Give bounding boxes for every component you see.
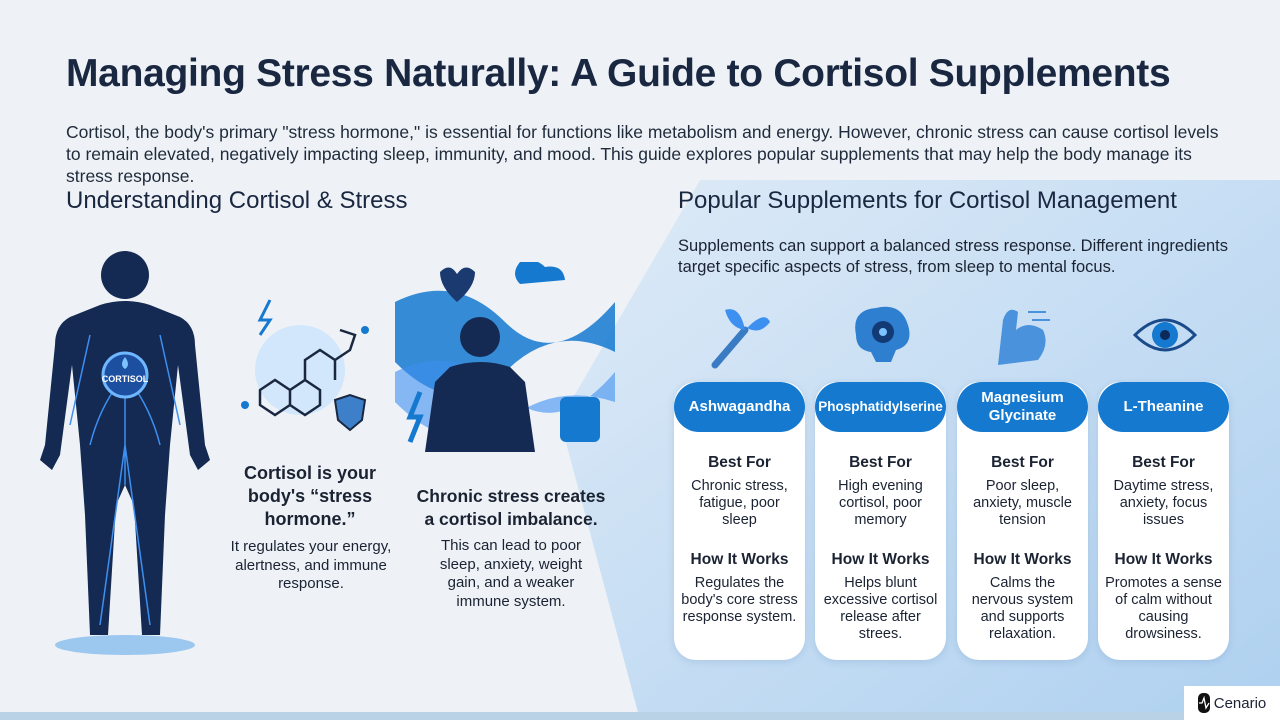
best-for-text: Daytime stress, anxiety, focus issues [1113,478,1214,528]
supplement-card-ashwagandha: Ashwagandha Best For Chronic stress, fat… [674,382,805,660]
scale-icon [560,397,600,442]
brand-logo: Cenario [1184,686,1280,720]
how-text: Calms the nervous system and supports re… [971,575,1074,642]
block1-body: It regulates your energy, alertness, and… [230,538,392,592]
supplement-card-l-theanine: L-Theanine Best For Daytime stress, anxi… [1098,382,1229,660]
card-title: Magnesium Glycinate [957,382,1088,432]
flexed-arm-icon [998,309,1050,365]
waveform-icon [1197,693,1210,713]
how-label: How It Works [831,551,930,568]
how-label: How It Works [1114,551,1213,568]
best-for-text: High evening cortisol, poor memory [838,478,923,528]
card-title: Phosphatidylserine [815,382,946,432]
broken-heart-icon [440,267,475,302]
how-text: Regulates the body's core stress respons… [681,575,798,625]
right-intro: Supplements can support a balanced stres… [678,237,1229,276]
intro-text: Cortisol, the body's primary "stress hor… [66,122,1219,186]
block2-title: Chronic stress creates a cortisol imbala… [416,486,606,529]
supplement-card-phosphatidylserine: Phosphatidylserine Best For High evening… [815,382,946,660]
right-heading: Popular Supplements for Cortisol Managem… [678,187,1177,214]
best-for-label: Best For [708,454,771,471]
how-text: Helps blunt excessive cortisol release a… [823,575,938,642]
brand-name: Cenario [1213,694,1267,712]
supplement-card-magnesium: Magnesium Glycinate Best For Poor sleep,… [957,382,1088,660]
best-for-label: Best For [849,454,912,471]
how-text: Promotes a sense of calm without causing… [1105,575,1222,642]
lightning-icon [406,391,424,443]
best-for-label: Best For [991,454,1054,471]
cortisol-label: CORTISOL [102,374,149,384]
how-label: How It Works [690,551,789,568]
best-for-label: Best For [1132,454,1195,471]
human-body-illustration: CORTISOL [40,251,210,655]
block1-title: Cortisol is your body's “stress hormone.… [243,463,377,529]
stressed-person-illustration [395,262,615,452]
best-for-text: Poor sleep, anxiety, muscle tension [973,478,1072,528]
how-label: How It Works [973,551,1072,568]
card-title: L-Theanine [1098,382,1229,432]
storm-cloud-icon [515,262,565,284]
root-plant-icon [711,309,770,369]
page-title: Managing Stress Naturally: A Guide to Co… [66,52,1171,95]
block2-body: This can lead to poor sleep, anxiety, we… [439,537,583,610]
best-for-text: Chronic stress, fatigue, poor sleep [691,478,788,528]
left-heading: Understanding Cortisol & Stress [66,187,408,214]
molecule-icon [241,299,369,432]
eye-icon [1132,318,1198,352]
brain-gear-icon [855,306,910,362]
card-title: Ashwagandha [674,382,805,432]
